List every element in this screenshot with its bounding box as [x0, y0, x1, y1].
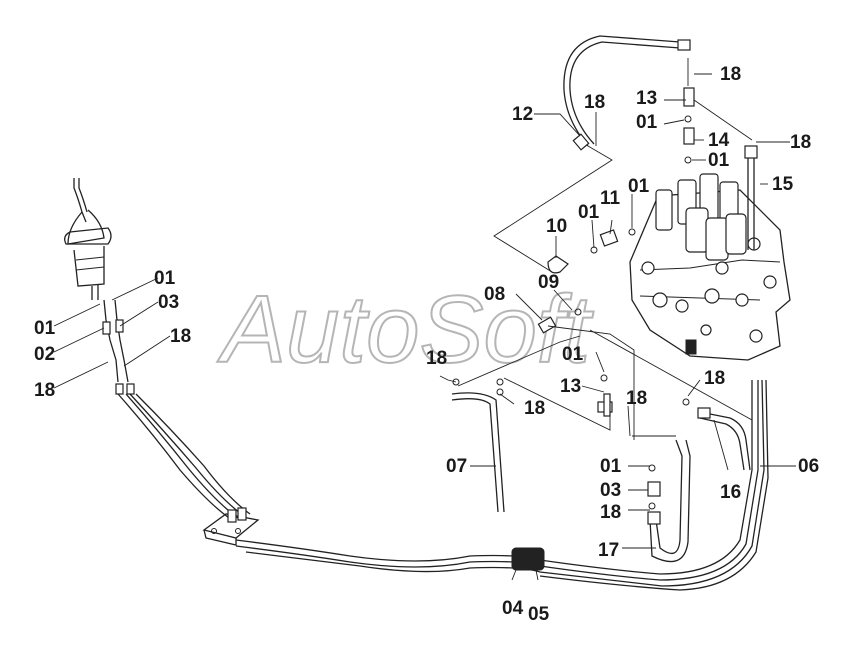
label-18-c: 18 — [584, 92, 605, 113]
label-01-e: 01 — [628, 176, 650, 197]
pilot-hoses-left — [102, 299, 251, 521]
floor-bracket — [202, 507, 260, 546]
hose-sleeve — [511, 547, 545, 571]
label-18-h: 18 — [626, 388, 647, 409]
fitting-08 — [537, 308, 582, 334]
label-18-j: 18 — [600, 502, 621, 523]
label-18-i: 18 — [704, 368, 725, 389]
label-03-a: 03 — [158, 292, 179, 313]
label-01-a: 01 — [154, 268, 176, 289]
control-valve — [629, 173, 791, 361]
label-04: 04 — [502, 598, 524, 619]
label-18-d: 18 — [720, 64, 741, 85]
label-06: 06 — [798, 456, 819, 477]
lead-lines — [53, 73, 796, 581]
watermark: AutoSoft — [217, 276, 594, 383]
label-01-g: 01 — [562, 344, 584, 365]
label-13-b: 13 — [560, 376, 581, 397]
label-02: 02 — [34, 344, 55, 365]
label-01-h: 01 — [600, 456, 622, 477]
hose-bundle — [235, 379, 769, 591]
label-07: 07 — [446, 456, 467, 477]
label-14: 14 — [708, 130, 730, 151]
part-labels: 01 03 01 02 18 18 12 18 18 13 01 14 18 0… — [34, 64, 819, 625]
label-01-d: 01 — [708, 150, 730, 171]
label-13-a: 13 — [636, 88, 657, 109]
label-09: 09 — [538, 272, 559, 293]
label-15: 15 — [772, 174, 794, 195]
label-16: 16 — [720, 482, 741, 503]
label-12: 12 — [512, 104, 533, 125]
label-05: 05 — [528, 604, 550, 625]
label-18-g: 18 — [524, 398, 545, 419]
label-11: 11 — [600, 188, 621, 209]
hose-07 — [451, 378, 505, 513]
hose-15 — [744, 145, 758, 250]
pilot-joystick — [64, 178, 112, 300]
label-18-f: 18 — [426, 348, 447, 369]
label-01-c: 01 — [636, 112, 658, 133]
fitting-stack-top — [683, 58, 695, 164]
label-18-b: 18 — [34, 380, 55, 401]
label-10: 10 — [546, 216, 567, 237]
label-08: 08 — [484, 284, 505, 305]
tee-fitting-13 — [597, 374, 613, 417]
elbow-fitting-10 — [547, 228, 636, 274]
hose-17 — [632, 435, 691, 563]
hose-16 — [682, 398, 751, 471]
label-17: 17 — [598, 540, 619, 561]
label-03-b: 03 — [600, 480, 621, 501]
hose-12 — [563, 35, 691, 151]
label-18-e: 18 — [790, 132, 811, 153]
label-01-b: 01 — [34, 318, 56, 339]
label-18-a: 18 — [170, 326, 191, 347]
label-01-f: 01 — [578, 202, 600, 223]
